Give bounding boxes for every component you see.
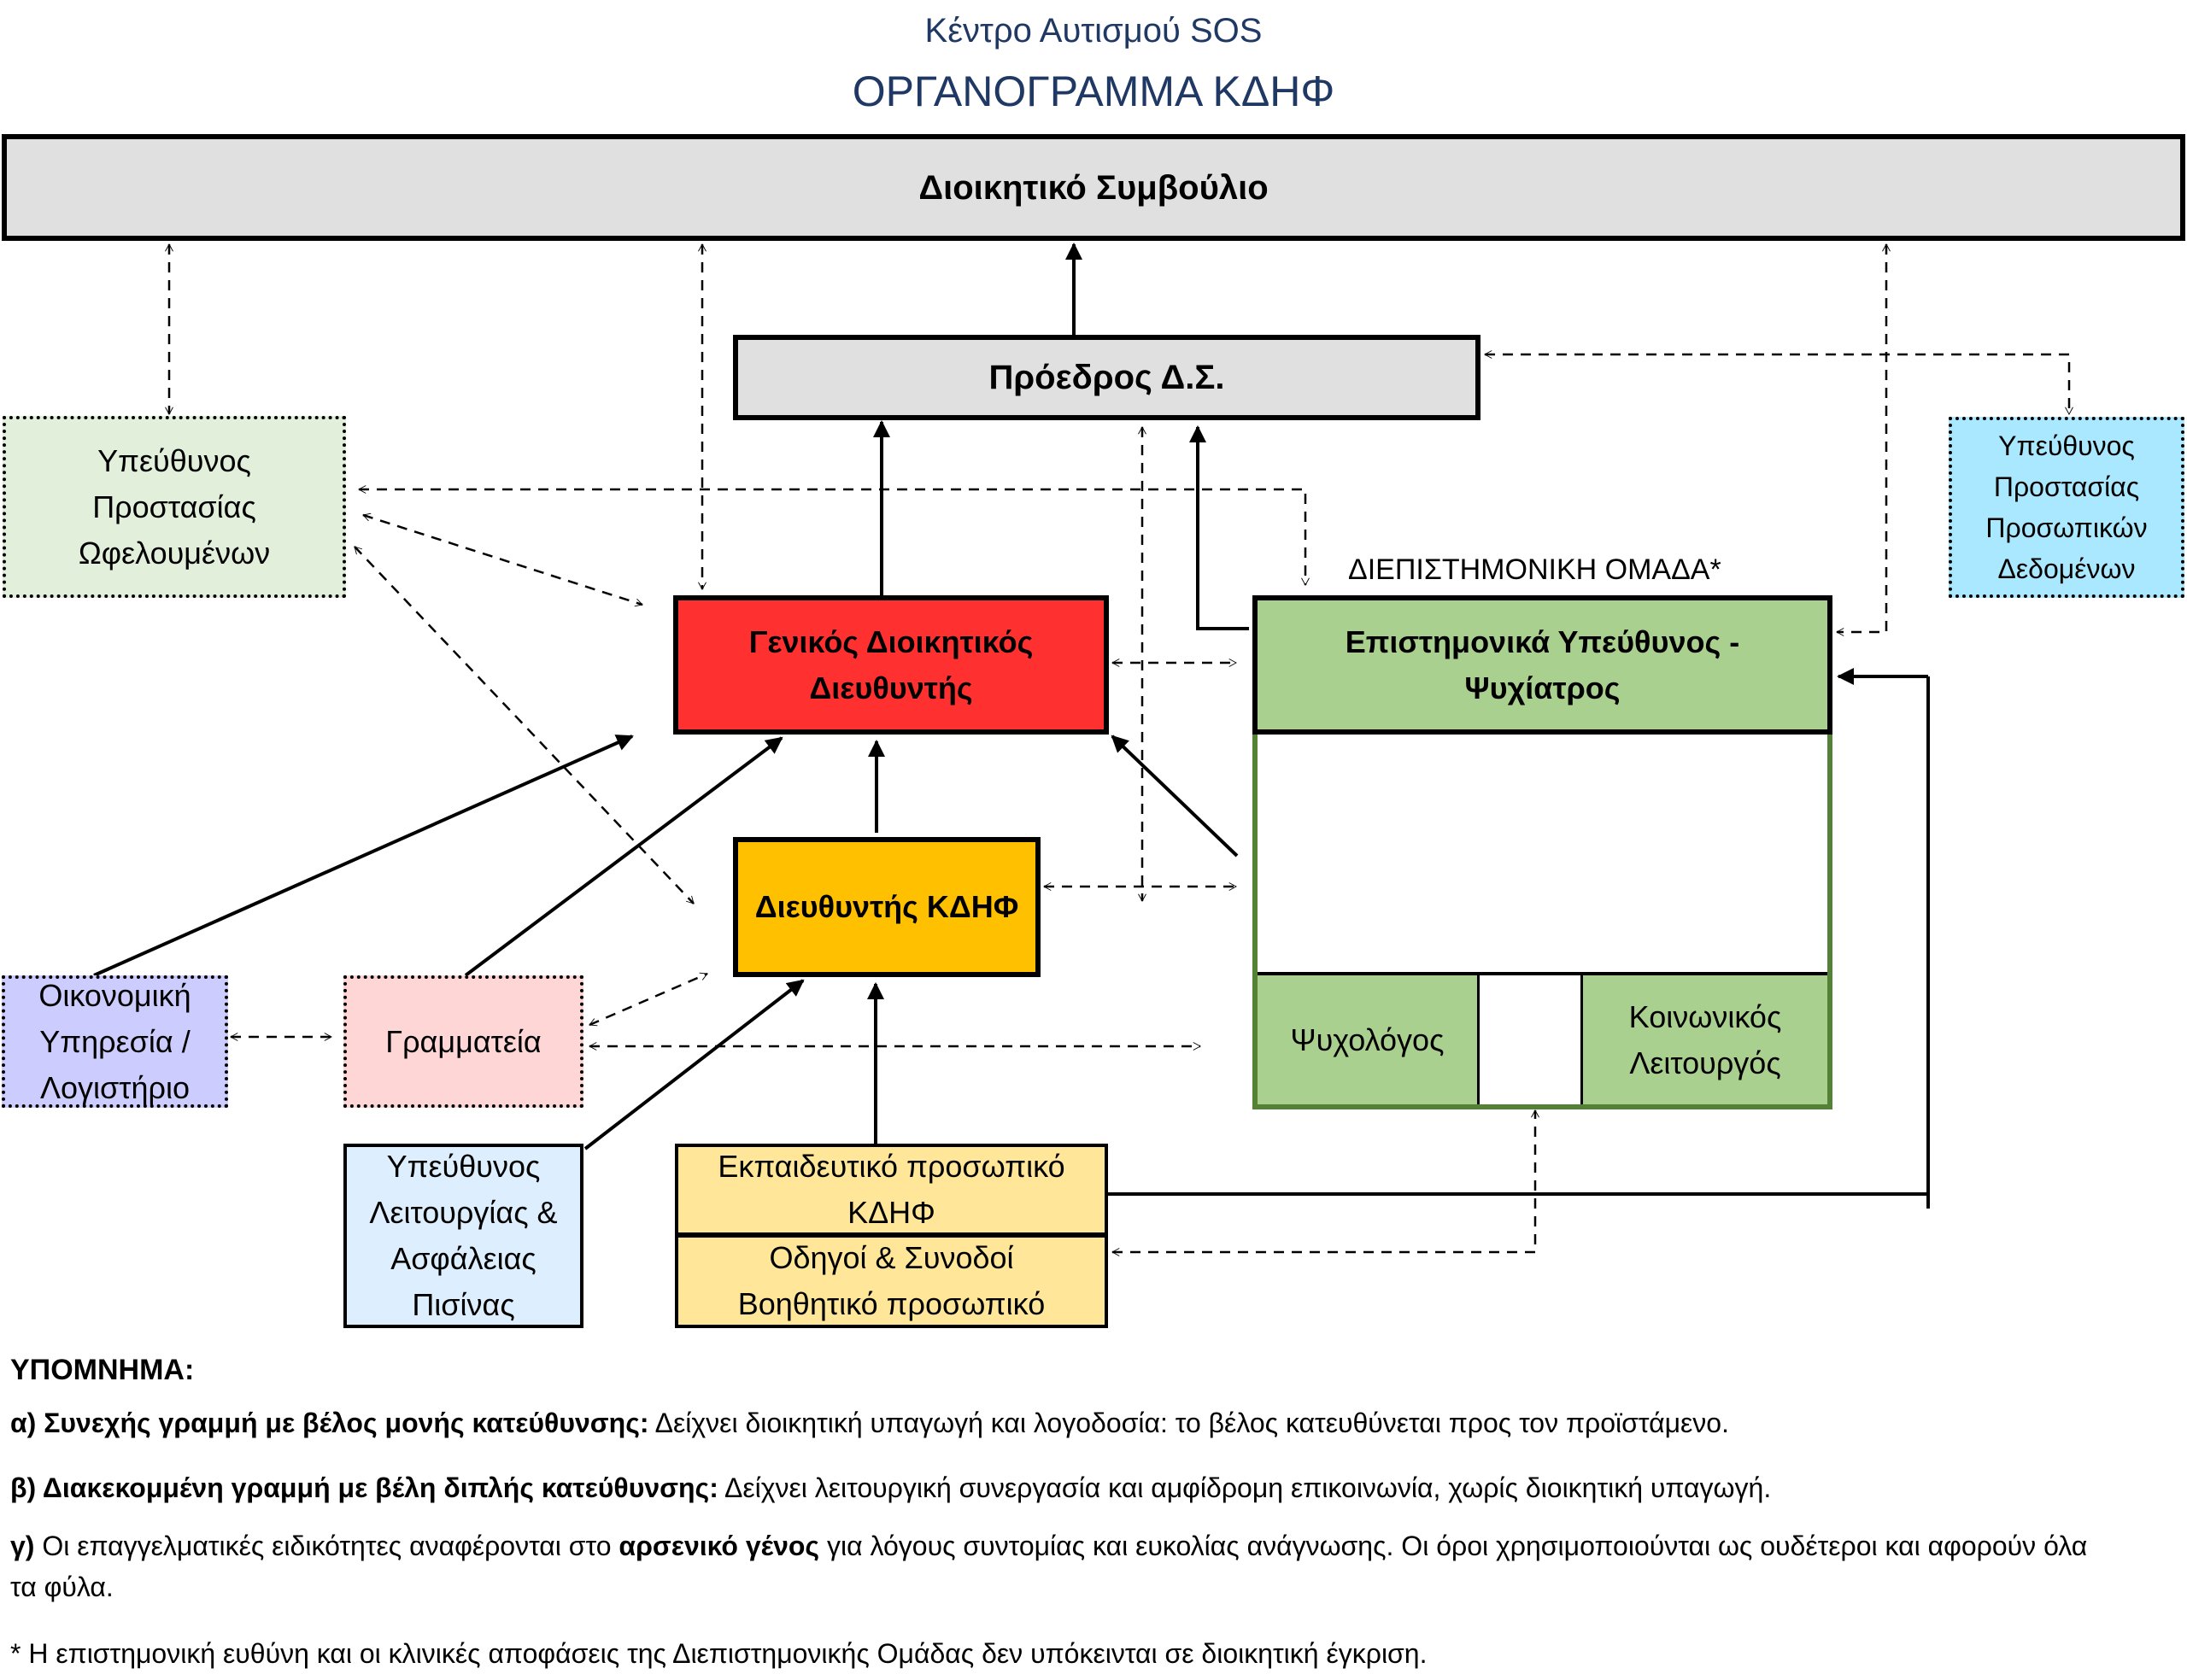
legend-item-a: α) Συνεχής γραμμή με βέλος μονής κατεύθυ…	[10, 1402, 1729, 1443]
pool-safety-line: Υπεύθυνος	[386, 1149, 541, 1184]
educational-staff-box[interactable]: Εκπαιδευτικό προσωπικό ΚΔΗΦ	[675, 1144, 1108, 1236]
president-data-protection-link	[1484, 350, 2073, 415]
board-of-directors-box[interactable]: Διοικητικό Συμβούλιο	[2, 134, 2185, 241]
interdisciplinary-team-label: ΔΙΕΠΙΣΤΗΜΟΝΙΚΗ ΟΜΑΔΑ*	[1348, 553, 1721, 586]
legend-item-b-title: β) Διακεκομμένη γραμμή με βέλη διπλής κα…	[10, 1472, 718, 1503]
psychologist-label: Ψυχολόγος	[1290, 1021, 1445, 1057]
legend-item-a-title: α) Συνεχής γραμμή με βέλος μονής κατεύθυ…	[10, 1408, 649, 1438]
finance-line: Λογιστήριο	[39, 1069, 191, 1105]
board-label: Διοικητικό Συμβούλιο	[918, 168, 1269, 207]
scientific-head-box[interactable]: Επιστημονικά Υπεύθυνος - Ψυχίατρος	[1252, 595, 1832, 735]
finance-line: Υπηρεσία /	[39, 1023, 191, 1059]
pool-safety-line: Πισίνας	[412, 1287, 515, 1322]
president-box[interactable]: Πρόεδρος Δ.Σ.	[733, 335, 1480, 420]
chart-title: ΟΡΓΑΝΟΓΡΑΜΜΑ ΚΔΗΦ	[852, 67, 1335, 115]
beneficiary-protection-line: Υπεύθυνος	[97, 442, 251, 478]
legend-item-b: β) Διακεκομμένη γραμμή με βέλη διπλής κα…	[10, 1467, 1771, 1508]
legend-heading: ΥΠΟΜΝΗΜΑ:	[10, 1354, 195, 1386]
legend-item-c-text: Οι επαγγελματικές ειδικότητες αναφέροντα…	[34, 1531, 619, 1561]
kdhf-director-box[interactable]: Διευθυντής ΚΔΗΦ	[733, 837, 1041, 977]
legend-footnote: * Η επιστημονική ευθύνη και οι κλινικές …	[10, 1638, 1428, 1669]
data-protection-box[interactable]: Υπεύθυνος Προστασίας Προσωπικών Δεδομένω…	[1949, 417, 2184, 598]
scientific-head-line: Επιστημονικά Υπεύθυνος -	[1345, 623, 1740, 659]
data-protection-line: Δεδομένων	[1997, 553, 2136, 584]
beneficiary-protection-kdhf-director-link	[354, 546, 695, 904]
beneficiary-protection-scientific-team-link	[358, 485, 1310, 586]
legend-item-c-title: γ)	[10, 1531, 35, 1561]
legend-item-b-text: Δείχνει λειτουργική συνεργασία και αμφίδ…	[718, 1472, 1772, 1503]
beneficiary-protection-box[interactable]: Υπεύθυνος Προστασίας Ωφελουμένων	[3, 416, 346, 598]
finance-to-general-director-arrow	[93, 735, 634, 977]
general-director-line: Γενικός Διοικητικός	[748, 623, 1034, 659]
beneficiary-protection-line: Ωφελουμένων	[78, 535, 271, 571]
support-staff-line: Βοηθητικό προσωπικό	[737, 1286, 1046, 1321]
social-worker-line: Κοινωνικός	[1628, 998, 1782, 1034]
president-label: Πρόεδρος Δ.Σ.	[988, 359, 1225, 396]
psychologist-box[interactable]: Ψυχολόγος	[1258, 975, 1480, 1104]
data-protection-line: Προσωπικών	[1985, 512, 2148, 543]
pool-safety-line: Λειτουργίας &	[369, 1195, 558, 1230]
pool-safety-to-kdhf-director-arrow	[583, 979, 805, 1150]
scientific-team-to-general-director-arrow	[1111, 735, 1239, 858]
educational-staff-line: ΚΔΗΦ	[847, 1195, 935, 1230]
secretariat-box[interactable]: Γραμματεία	[343, 975, 583, 1108]
general-director-box[interactable]: Γενικός Διοικητικός Διευθυντής	[673, 595, 1109, 735]
support-staff-scientific-team-link	[1111, 1109, 1539, 1256]
finance-box[interactable]: Οικονομική Υπηρεσία / Λογιστήριο	[2, 975, 228, 1108]
beneficiary-protection-general-director-link	[362, 512, 643, 607]
legend-item-c-text-end: για λόγους συντομίας και ευκολίας ανάγνω…	[10, 1531, 2088, 1602]
data-protection-line: Προστασίας	[1993, 471, 2140, 502]
legend-item-a-text: Δείχνει διοικητική υπαγωγή και λογοδοσία…	[648, 1408, 1729, 1438]
kdhf-director-label: Διευθυντής ΚΔΗΦ	[754, 889, 1019, 924]
legend-item-c: γ) Οι επαγγελματικές ειδικότητες αναφέρο…	[10, 1525, 2095, 1607]
support-staff-line: Οδηγοί & Συνοδοί	[769, 1240, 1014, 1275]
social-worker-box[interactable]: Κοινωνικός Λειτουργός	[1580, 975, 1827, 1104]
scientific-head-to-president-line	[1189, 425, 1249, 630]
secretariat-kdhf-director-link	[589, 972, 708, 1027]
board-scientific-head-link	[1836, 243, 1891, 636]
data-protection-line: Υπεύθυνος	[1998, 430, 2135, 461]
finance-line: Οικονομική	[38, 977, 191, 1013]
support-staff-box[interactable]: Οδηγοί & Συνοδοί Βοηθητικό προσωπικό	[675, 1234, 1108, 1328]
scientific-head-line: Ψυχίατρος	[1464, 670, 1621, 705]
general-director-line: Διευθυντής	[809, 670, 973, 705]
pool-safety-line: Ασφάλειας	[390, 1241, 536, 1276]
secretariat-label: Γραμματεία	[385, 1023, 542, 1059]
educational-staff-line: Εκπαιδευτικό προσωπικό	[718, 1149, 1065, 1184]
beneficiary-protection-line: Προστασίας	[92, 489, 256, 524]
organization-name: Κέντρο Αυτισμού SOS	[924, 12, 1263, 50]
legend-item-c-emphasis: αρσενικό γένος	[619, 1531, 820, 1561]
social-worker-line: Λειτουργός	[1629, 1045, 1781, 1080]
pool-safety-box[interactable]: Υπεύθυνος Λειτουργίας & Ασφάλειας Πισίνα…	[343, 1144, 583, 1328]
team-divider	[1258, 972, 1827, 975]
